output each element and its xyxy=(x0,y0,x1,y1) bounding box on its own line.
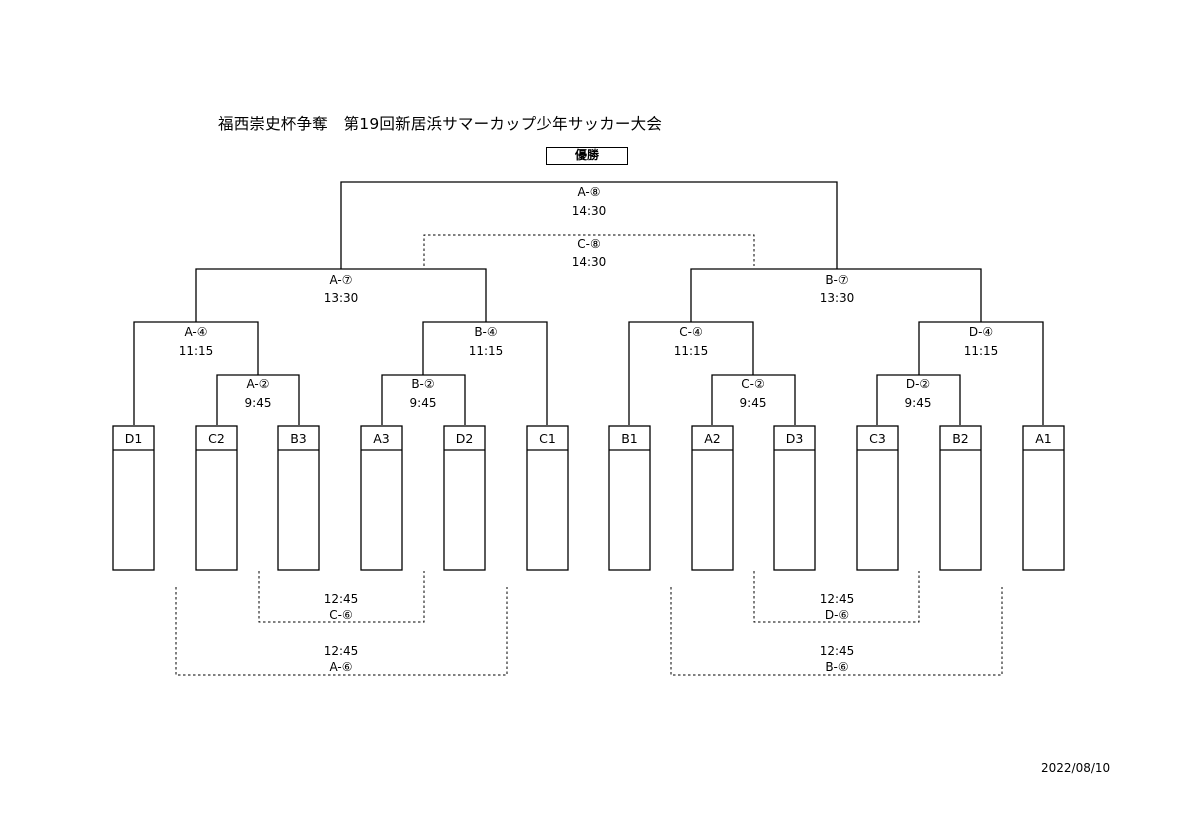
team-label: C1 xyxy=(539,431,556,446)
qf4-time: 11:15 xyxy=(964,344,999,358)
team-box-frame xyxy=(277,425,320,571)
team-box xyxy=(1022,425,1065,571)
team-label: C3 xyxy=(869,431,886,446)
team-box-frame xyxy=(691,425,734,571)
third-place-connector xyxy=(423,234,755,266)
qf1-name: A-④ xyxy=(184,325,207,339)
team-box xyxy=(277,425,320,571)
final-time: 14:30 xyxy=(572,204,607,218)
print-date: 2022/08/10 xyxy=(1041,761,1111,775)
cons-a6-name: A-⑥ xyxy=(329,660,352,674)
team-box-frame xyxy=(773,425,816,571)
team-label: D2 xyxy=(456,431,474,446)
cons-b6-time: 12:45 xyxy=(820,644,855,658)
team-box xyxy=(526,425,569,571)
team-box-frame xyxy=(939,425,982,571)
team-label: A2 xyxy=(704,431,721,446)
qf4-name: D-④ xyxy=(969,325,993,339)
qf3-connector xyxy=(628,321,754,425)
cons-c6-name: C-⑥ xyxy=(329,608,352,622)
cons-d6-time: 12:45 xyxy=(820,592,855,606)
r1-3-name: C-② xyxy=(741,377,764,391)
team-label: B1 xyxy=(621,431,638,446)
r1-4-time: 9:45 xyxy=(905,396,932,410)
team-box xyxy=(608,425,651,571)
semi-right-time: 13:30 xyxy=(820,291,855,305)
semi-right-connector xyxy=(690,268,982,322)
team-box-frame xyxy=(608,425,651,571)
r1-4-name: D-② xyxy=(906,377,930,391)
semi-right-name: B-⑦ xyxy=(825,273,848,287)
final-connector xyxy=(340,181,838,269)
r1-2-time: 9:45 xyxy=(410,396,437,410)
team-box-frame xyxy=(1022,425,1065,571)
team-box-frame xyxy=(856,425,899,571)
team-box-frame xyxy=(360,425,403,571)
r1-2-name: B-② xyxy=(411,377,434,391)
team-box-frame xyxy=(195,425,238,571)
r1-1-connector xyxy=(216,374,300,425)
team-label: A1 xyxy=(1035,431,1052,446)
semi-left-connector xyxy=(195,268,487,322)
qf3-name: C-④ xyxy=(679,325,702,339)
qf2-connector xyxy=(422,321,548,425)
r1-3-time: 9:45 xyxy=(740,396,767,410)
team-box xyxy=(195,425,238,571)
final-name: A-⑧ xyxy=(577,185,600,199)
team-label: B2 xyxy=(952,431,969,446)
cons-a6-time: 12:45 xyxy=(324,644,359,658)
r1-1-time: 9:45 xyxy=(245,396,272,410)
team-box xyxy=(773,425,816,571)
qf1-time: 11:15 xyxy=(179,344,214,358)
team-box-frame xyxy=(112,425,155,571)
team-box-frame xyxy=(526,425,569,571)
cons-c6-connector xyxy=(258,571,425,623)
qf3-time: 11:15 xyxy=(674,344,709,358)
cons-d6-name: D-⑥ xyxy=(825,608,849,622)
r1-2-connector xyxy=(381,374,466,425)
semi-left-time: 13:30 xyxy=(324,291,359,305)
team-box xyxy=(939,425,982,571)
team-label: A3 xyxy=(373,431,390,446)
qf4-connector xyxy=(918,321,1044,425)
team-label: C2 xyxy=(208,431,225,446)
team-box xyxy=(360,425,403,571)
team-box xyxy=(112,425,155,571)
r1-1-name: A-② xyxy=(246,377,269,391)
r1-4-connector xyxy=(876,374,961,425)
team-label: D1 xyxy=(125,431,143,446)
cons-b6-name: B-⑥ xyxy=(825,660,848,674)
team-box xyxy=(691,425,734,571)
qf2-name: B-④ xyxy=(474,325,497,339)
third-name: C-⑧ xyxy=(577,237,600,251)
champion-label: 優勝 xyxy=(546,147,628,165)
team-box xyxy=(443,425,486,571)
qf1-connector xyxy=(133,321,259,425)
tournament-title: 福西崇史杯争奪 第19回新居浜サマーカップ少年サッカー大会 xyxy=(218,115,663,133)
third-time: 14:30 xyxy=(572,255,607,269)
qf2-time: 11:15 xyxy=(469,344,504,358)
team-box xyxy=(856,425,899,571)
team-box-frame xyxy=(443,425,486,571)
r1-3-connector xyxy=(711,374,796,425)
cons-d6-connector xyxy=(753,571,920,623)
team-label: D3 xyxy=(786,431,804,446)
cons-c6-time: 12:45 xyxy=(324,592,359,606)
team-label: B3 xyxy=(290,431,307,446)
semi-left-name: A-⑦ xyxy=(329,273,352,287)
